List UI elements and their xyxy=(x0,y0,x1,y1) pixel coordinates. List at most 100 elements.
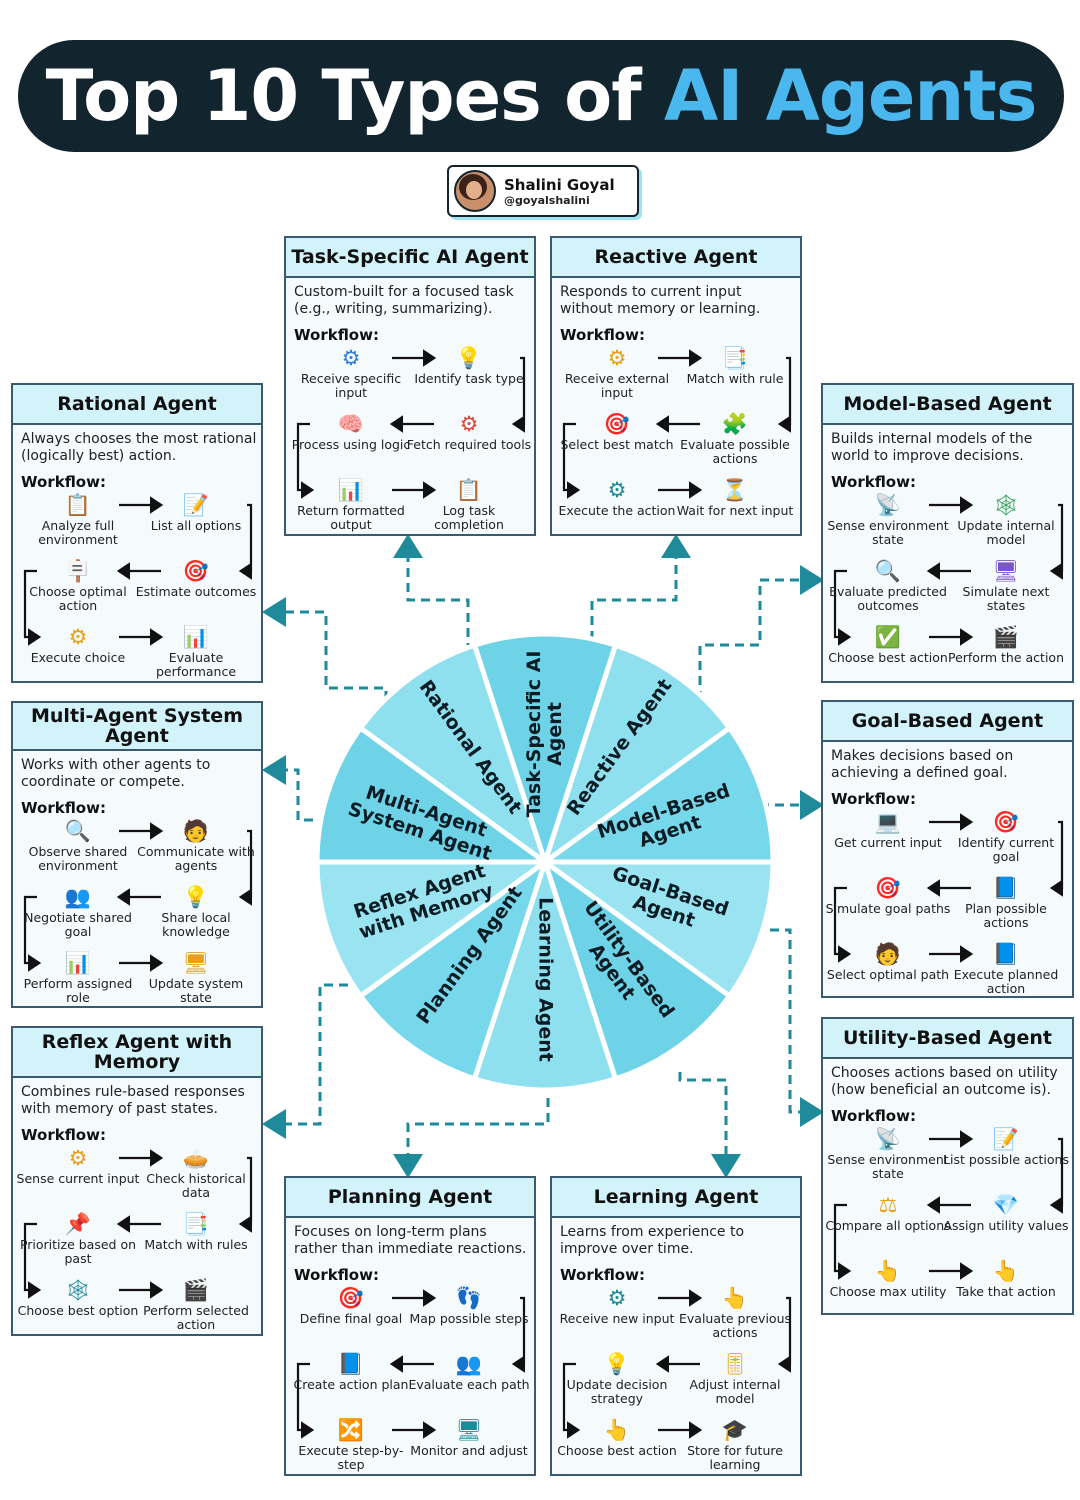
workflow-step: ⏳Wait for next input xyxy=(672,478,798,518)
target-icon: 🎯 xyxy=(603,412,631,436)
hourglass-icon: ⏳ xyxy=(721,478,749,502)
card-title: Goal-Based Agent xyxy=(823,702,1072,742)
workflow-arrow xyxy=(238,503,253,580)
workflow-arrow xyxy=(1049,1137,1064,1214)
workflow-step: 📑Match with rules xyxy=(133,1212,259,1252)
wheel-segment xyxy=(357,642,550,869)
workflow-step-label: Select optimal path xyxy=(826,967,950,982)
workflow-arrow xyxy=(833,886,852,963)
wheel-segment xyxy=(357,855,550,1082)
workflow-step-label: Prioritize based on past xyxy=(19,1237,137,1266)
card-description: Combines rule-based responses with memor… xyxy=(21,1084,245,1117)
workflow-step: 💡Update decision strategy xyxy=(554,1352,680,1406)
workflow-step: 🥧Check historical data xyxy=(133,1146,259,1200)
clapper-icon: 🎬 xyxy=(182,1278,210,1302)
workflow-step: 🎯Estimate outcomes xyxy=(133,559,259,599)
card-title: Learning Agent xyxy=(552,1178,800,1218)
workflow-arrow xyxy=(23,569,42,646)
workflow-step-label: Map possible steps xyxy=(409,1311,529,1326)
workflow-step-label: Update internal model xyxy=(957,518,1055,547)
monitor-icon: 🖥 xyxy=(992,559,1020,583)
workflow-step-label: Simulate goal paths xyxy=(825,901,951,916)
workflow-step: 📝List possible actions xyxy=(943,1127,1069,1167)
workflow-label: Workflow: xyxy=(294,1266,379,1284)
hand-icon: 👆 xyxy=(721,1286,749,1310)
workflow-arrows xyxy=(562,349,792,499)
card-title: Planning Agent xyxy=(286,1178,534,1218)
workflow-step-label: Communicate with agents xyxy=(137,844,255,873)
workflow-step: ✅Choose best action xyxy=(825,625,951,665)
gear-icon: ⚙ xyxy=(607,478,627,502)
workflow-step-label: Sense current input xyxy=(16,1171,140,1186)
workflow-step-label: Monitor and adjust xyxy=(410,1443,528,1458)
card-title: Reflex Agent with Memory xyxy=(13,1028,261,1078)
workflow-step: 🎯Define final goal xyxy=(288,1286,414,1326)
workflow-step-label: Define final goal xyxy=(299,1311,403,1326)
workflow-arrow xyxy=(1049,820,1064,897)
workflow-step: 📊Perform assigned role xyxy=(15,951,141,1005)
workflow-step-label: Receive external input xyxy=(564,371,670,400)
card-description: Always chooses the most rational (logica… xyxy=(21,431,257,464)
workflow-step-label: Select best match xyxy=(560,437,674,452)
wheel-segment xyxy=(540,642,733,869)
workflow-step: 📊Return formatted output xyxy=(288,478,414,532)
wheel-label: Task-Specific AI Agent xyxy=(523,650,566,818)
workflow-step-label: Sense environment state xyxy=(827,518,949,547)
workflow-arrows xyxy=(562,1289,792,1439)
monitor-icon: 🖥 xyxy=(182,951,210,975)
workflow-step-label: Evaluate predicted outcomes xyxy=(829,584,947,613)
workflow-step-label: Sense environment state xyxy=(827,1152,949,1181)
author-handle: @goyalshalini xyxy=(504,193,590,207)
wheel-segment xyxy=(314,859,553,1000)
avatar xyxy=(454,170,496,212)
workflow-step-label: Choose max utility xyxy=(829,1284,947,1299)
connector-arrow xyxy=(698,565,824,700)
workflow-step-label: List all options xyxy=(150,518,242,533)
author-name: Shalini Goyal xyxy=(504,175,615,194)
workflow-arrows xyxy=(23,496,253,646)
workflow-step-label: Estimate outcomes xyxy=(135,584,257,599)
workflow-step-label: Share local knowledge xyxy=(161,910,231,939)
workflow-step-label: Perform assigned role xyxy=(23,976,133,1005)
title-banner: Top 10 Types of AI Agents xyxy=(18,40,1064,152)
workflow-arrow xyxy=(1049,503,1064,580)
connector-arrow xyxy=(770,928,824,1127)
sliders-icon: 🎚 xyxy=(721,1352,749,1376)
card-title: Reactive Agent xyxy=(552,238,800,278)
workflow-label: Workflow: xyxy=(21,1126,106,1144)
target-icon: 🎯 xyxy=(874,876,902,900)
workflow-step-label: Check historical data xyxy=(146,1171,246,1200)
workflow-step: 📑Match with rule xyxy=(672,346,798,386)
workflow-step-label: Execute the action xyxy=(558,503,676,518)
workflow-step: 🎬Perform selected action xyxy=(133,1278,259,1332)
page-title: Top 10 Types of AI Agents xyxy=(46,55,1038,137)
hand-icon: 👆 xyxy=(992,1259,1020,1283)
workflow-step-label: Choose best action xyxy=(828,650,948,665)
workflow-step-label: Execute step-by-step xyxy=(298,1443,404,1472)
workflow-step: 🕸Update internal model xyxy=(943,493,1069,547)
workflow-step-label: Fetch required tools xyxy=(406,437,532,452)
workflow-step: 🪧Choose optimal action xyxy=(15,559,141,613)
workflow-step-label: Evaluate previous actions xyxy=(678,1311,792,1340)
workflow-arrow xyxy=(23,1222,42,1299)
footprints-icon: 👣 xyxy=(455,1286,483,1310)
workflow-step: 📌Prioritize based on past xyxy=(15,1212,141,1266)
search-icon: 🔍 xyxy=(874,559,902,583)
workflow-arrow xyxy=(777,1296,792,1373)
workflow-step-label: Choose best option xyxy=(17,1303,139,1318)
workflow-arrow xyxy=(23,895,42,972)
workflow-step: 📋Log task completion xyxy=(406,478,532,532)
connector-arrow xyxy=(262,597,388,700)
workflow-step-label: Perform selected action xyxy=(143,1303,249,1332)
workflow-arrow xyxy=(296,422,315,499)
workflow-step: 🔍Observe shared environment xyxy=(15,819,141,873)
workflow-step: 💡Identify task type xyxy=(406,346,532,386)
workflow-arrow xyxy=(511,1296,526,1373)
workflow-step: 👆Evaluate previous actions xyxy=(672,1286,798,1340)
card-description: Focuses on long-term plans rather than i… xyxy=(294,1224,527,1257)
